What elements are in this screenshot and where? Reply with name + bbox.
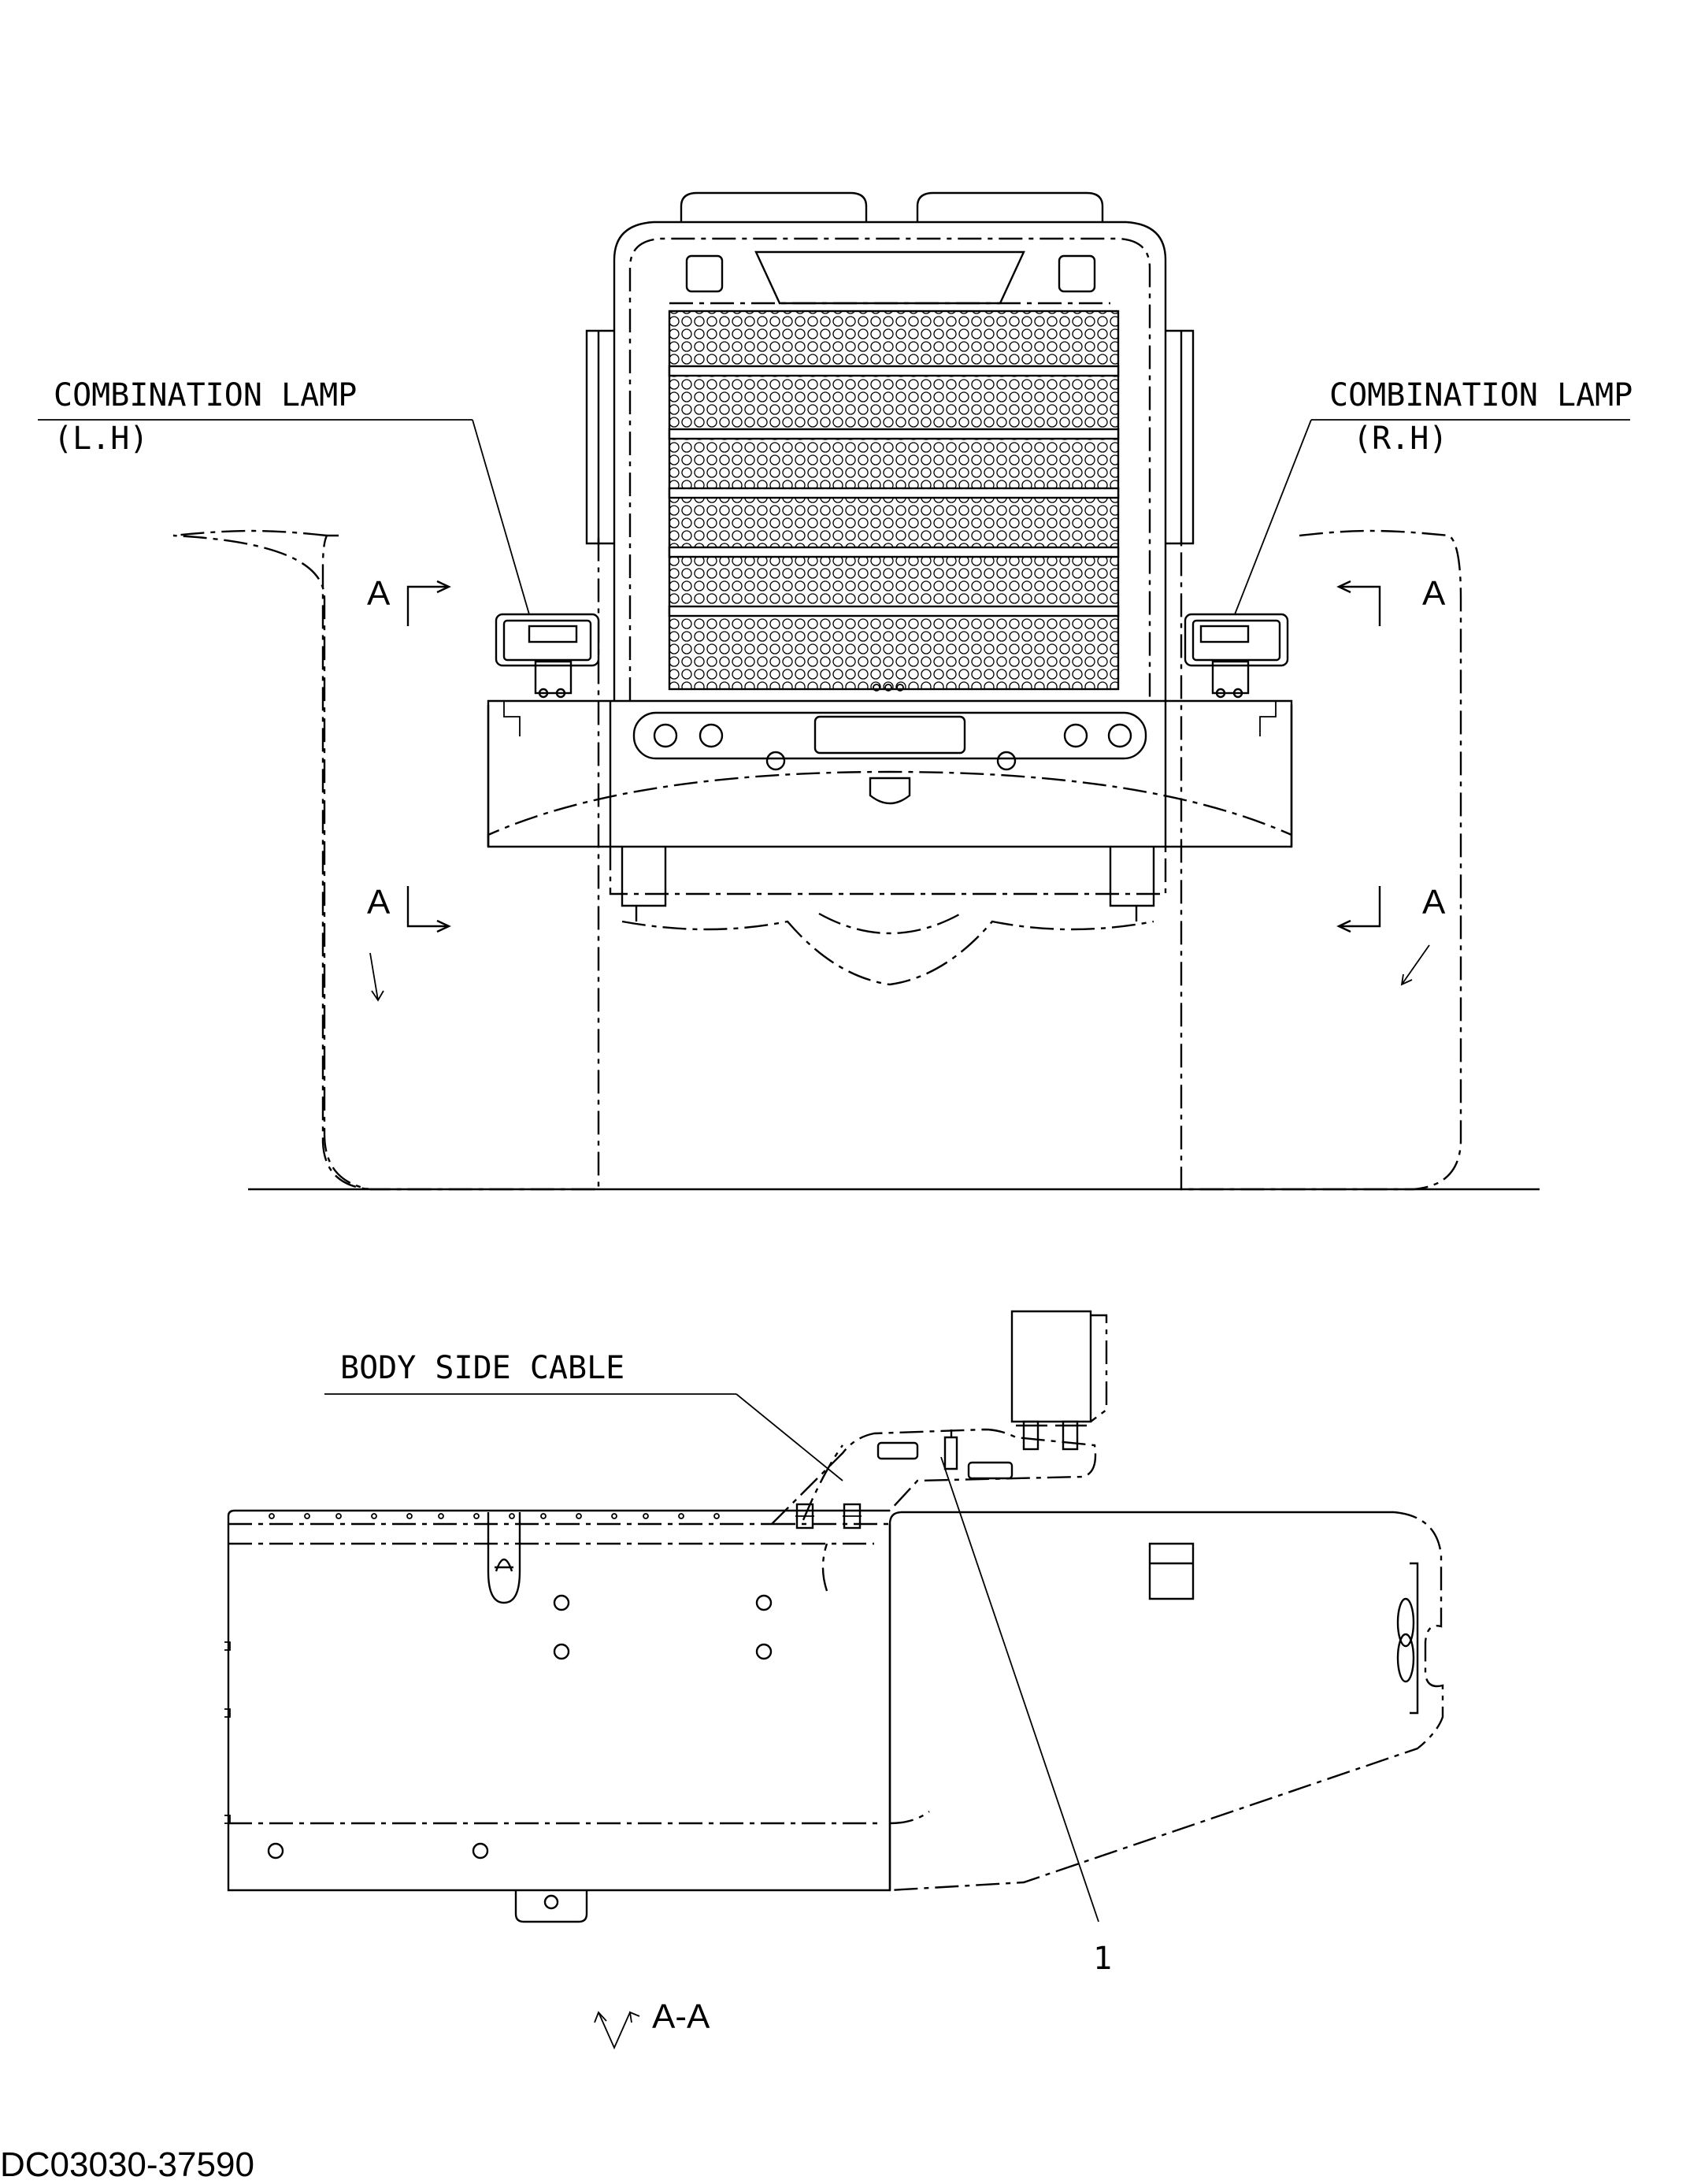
combination-lamp-rh — [1184, 613, 1289, 699]
label-lh-suffix: (L.H) — [54, 421, 148, 457]
label-combination-lamp-lh: COMBINATION LAMP — [54, 377, 357, 413]
section-a-top-left: A — [367, 574, 391, 613]
combination-lamp-lh — [495, 613, 600, 699]
hood-outline — [613, 221, 1167, 701]
section-view — [224, 1310, 1444, 1923]
section-view-label: A-A — [652, 1997, 710, 2036]
drawing-code: DC03030-37590 — [0, 2145, 254, 2184]
right-tire-outline — [1180, 529, 1462, 1191]
section-markers: A A A A — [367, 574, 1446, 1002]
section-a-top-right: A — [1422, 574, 1446, 613]
label-combination-lamp-rh: COMBINATION LAMP — [1329, 377, 1632, 413]
front-view — [172, 191, 1540, 1191]
section-view-arrow — [594, 2011, 640, 2050]
frame-body-right — [888, 1511, 1394, 1890]
left-tire-outline — [172, 529, 600, 1191]
section-a-bottom-right: A — [1422, 883, 1446, 921]
lamp-bracket — [771, 1428, 1097, 1525]
cable-connector — [876, 1441, 919, 1460]
front-frame — [487, 699, 1293, 848]
label-item-1: 1 — [1093, 1941, 1112, 1977]
grille-bars — [668, 365, 1120, 617]
label-rh-suffix: (R.H) — [1353, 421, 1447, 457]
section-a-bottom-left: A — [367, 883, 391, 921]
lamp-side — [1010, 1310, 1108, 1451]
bumper-plate — [632, 711, 1147, 760]
top-edge-dots — [269, 1513, 720, 1519]
frame-body-left — [227, 1524, 891, 1892]
latch — [487, 1512, 521, 1604]
label-body-side-cable: BODY SIDE CABLE — [340, 1350, 624, 1386]
